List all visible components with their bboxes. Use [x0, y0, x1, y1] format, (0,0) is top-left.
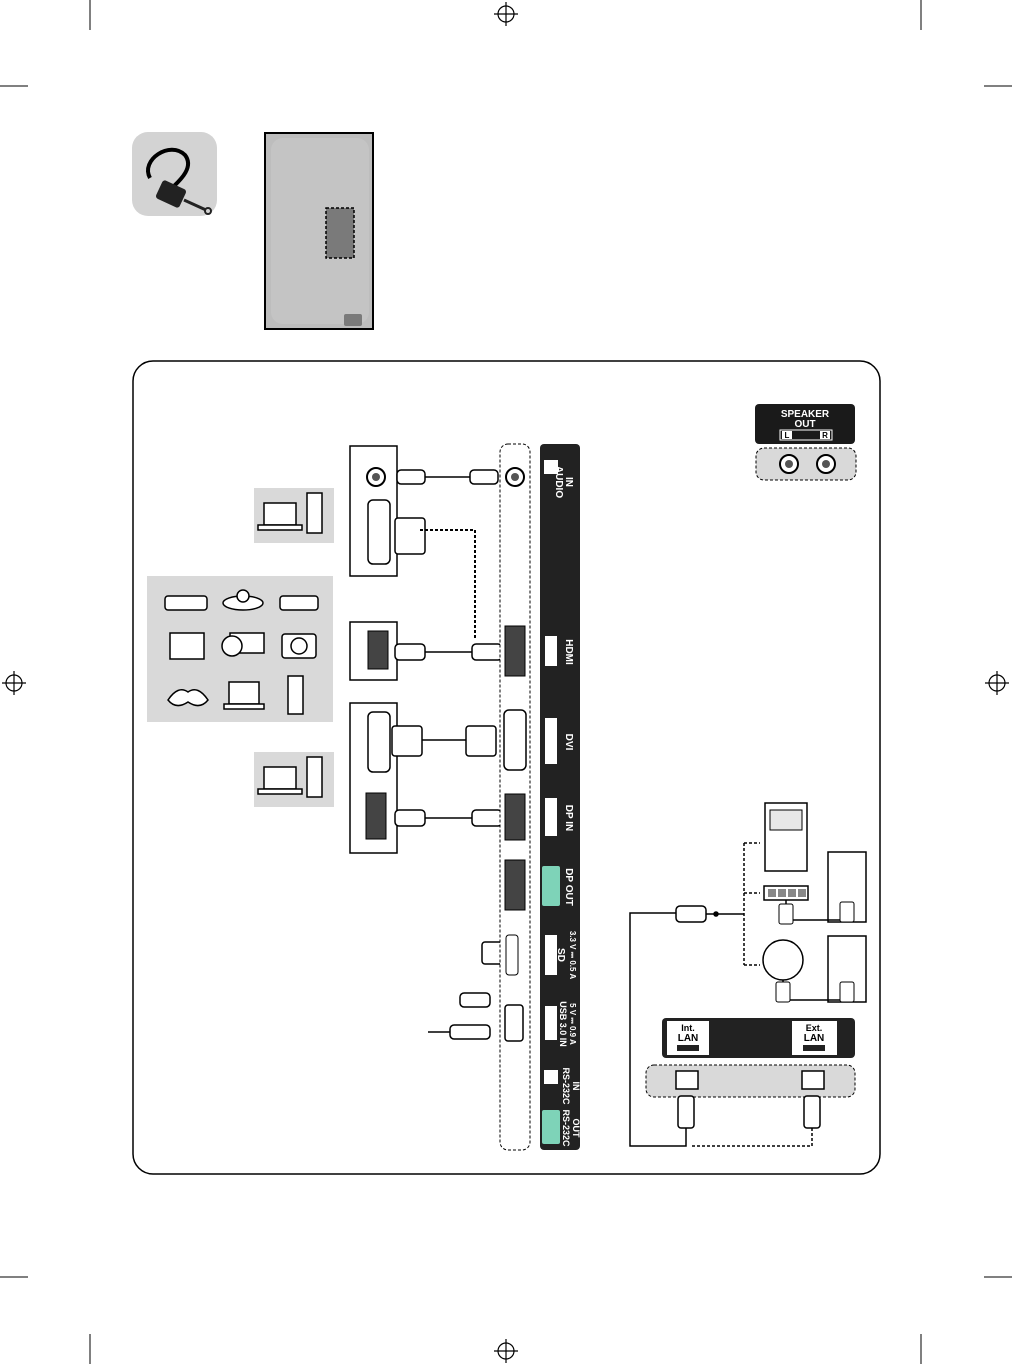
hdmi-port-icon	[545, 636, 557, 666]
usb-label-2: 5 V ⎓ 0.9 A	[568, 1003, 577, 1045]
port-label-bar: AUDIO IN HDMI DVI DP IN DP OUT SD 3.3 V …	[540, 444, 581, 1150]
ext-lan-label-2: LAN	[804, 1033, 825, 1044]
int-lan-label-2: LAN	[678, 1033, 699, 1044]
speaker-title-2: OUT	[794, 419, 815, 430]
dvi-port-icon	[545, 718, 557, 764]
dp-out-port-icon	[542, 866, 560, 906]
connection-cable-icon	[132, 132, 217, 216]
usb-port-icon	[545, 1006, 557, 1040]
monitor-port-strip	[500, 444, 530, 1150]
rs232c-in-label-2: IN	[571, 1082, 581, 1091]
dvi-label: DVI	[563, 734, 574, 751]
av-devices-group	[147, 576, 333, 722]
pc-devices-top	[254, 488, 334, 543]
rs232c-in-jack-icon	[544, 1070, 558, 1084]
sd-slot-icon	[545, 935, 557, 975]
pc-devices-bottom	[254, 752, 334, 807]
rs232c-out-jack-icon	[542, 1110, 560, 1144]
cables	[392, 470, 502, 1039]
monitor-rear-view	[265, 133, 373, 329]
rs232c-out-label-1: RS-232C	[561, 1109, 571, 1147]
audio-jack-icon	[544, 460, 558, 474]
usb-label-1: USB 3.0 IN	[558, 1001, 568, 1047]
dp-in-port-icon	[545, 798, 557, 836]
dp-out-label: DP OUT	[563, 868, 574, 906]
speaker-out-panel: SPEAKER OUT L R	[755, 404, 856, 480]
network-devices	[763, 803, 866, 1002]
source-jack-panels	[350, 446, 397, 853]
hdmi-label: HDMI	[563, 639, 574, 665]
rs232c-out-label-2: OUT	[571, 1119, 581, 1139]
speaker-left: L	[785, 431, 790, 440]
audio-in-label-2: IN	[563, 477, 574, 487]
sd-label-2: 3.3 V ⎓ 0.5 A	[568, 931, 577, 980]
rs232c-in-label-1: RS-232C	[561, 1067, 571, 1105]
int-lan-label-1: Int.	[681, 1023, 695, 1033]
ext-lan-label-1: Ext.	[806, 1023, 823, 1033]
speaker-right: R	[822, 431, 828, 440]
dp-in-label: DP IN	[563, 805, 574, 832]
lan-panel: Int. LAN Ext. LAN	[646, 1018, 855, 1097]
